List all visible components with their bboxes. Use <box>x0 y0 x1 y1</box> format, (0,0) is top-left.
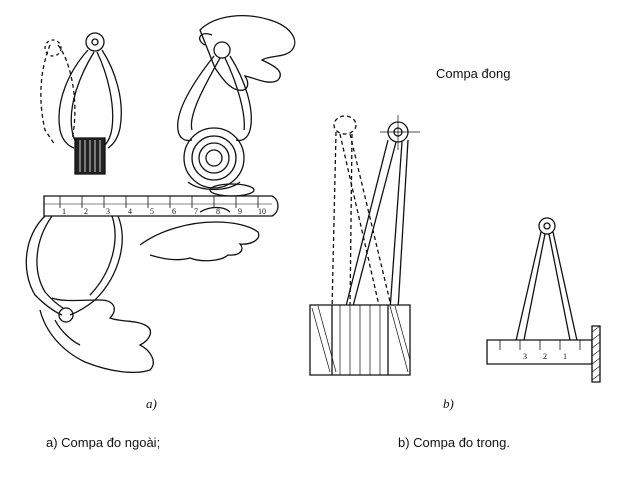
ruler-measurement-drawing <box>26 184 278 372</box>
sublabel-a: a) <box>146 396 157 411</box>
ruler-tick-1: 1 <box>62 207 66 216</box>
small-ruler-tick-2: 2 <box>543 352 547 361</box>
ruler-tick-5: 5 <box>150 207 154 216</box>
caption-b: b) Compa đo trong. <box>398 435 511 450</box>
ruler-tick-8: 8 <box>216 207 220 216</box>
ruler-tick-6: 6 <box>172 207 176 216</box>
outside-caliper-bar-drawing <box>41 33 121 174</box>
ruler-tick-3: 3 <box>106 207 110 216</box>
figure-title: Compa đong <box>436 66 511 81</box>
ruler-tick-7: 7 <box>194 207 198 216</box>
ruler-tick-9: 9 <box>238 207 242 216</box>
small-ruler-tick-3: 3 <box>523 352 527 361</box>
caption-a: a) Compa đo ngoài; <box>46 435 161 450</box>
outside-caliper-sphere-drawing <box>178 16 295 190</box>
ruler-tick-2: 2 <box>84 207 88 216</box>
inside-caliper-bore-drawing <box>310 115 420 375</box>
inside-caliper-ruler-drawing <box>487 218 600 382</box>
ruler-tick-10: 10 <box>258 207 266 216</box>
sublabel-b: b) <box>443 396 454 411</box>
ruler-tick-4: 4 <box>128 207 132 216</box>
small-ruler-tick-1: 1 <box>563 352 567 361</box>
